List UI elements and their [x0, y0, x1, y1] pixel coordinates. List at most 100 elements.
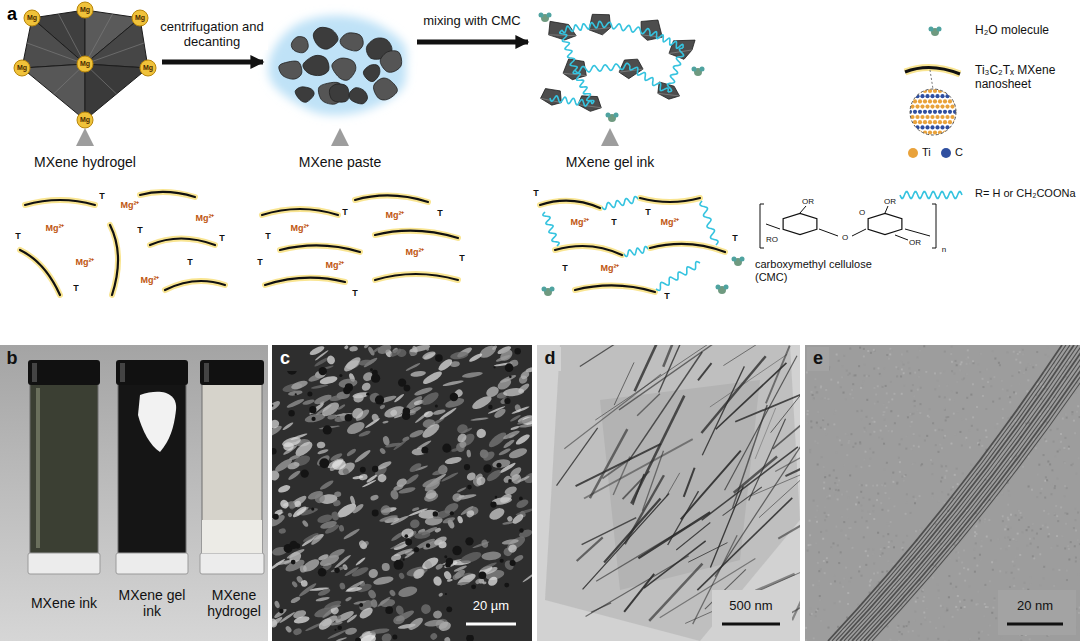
porous-flake [352, 475, 363, 479]
noise [1053, 585, 1055, 587]
noise [957, 595, 959, 597]
noise [960, 363, 962, 365]
pore [490, 501, 496, 507]
noise [1078, 574, 1080, 576]
mxene-sheet [265, 278, 345, 285]
noise [1054, 455, 1056, 457]
noise [1038, 464, 1040, 466]
porous-flake [423, 351, 437, 361]
porous-flake [470, 417, 489, 422]
noise [1063, 461, 1065, 463]
noise [1045, 476, 1047, 478]
noise [955, 606, 957, 608]
pore [495, 496, 498, 499]
noise [1079, 543, 1080, 545]
label-ground [712, 590, 792, 635]
noise [944, 640, 946, 641]
porous-flake [359, 633, 378, 641]
noise [873, 431, 875, 433]
pore [272, 448, 277, 455]
atom [928, 110, 932, 114]
noise [906, 493, 908, 495]
porous-flake [491, 345, 497, 351]
noise [837, 484, 839, 486]
noise [824, 512, 826, 514]
porous-flake [487, 506, 506, 522]
noise [926, 607, 928, 609]
noise [816, 505, 818, 507]
noise [903, 372, 905, 374]
noise [886, 392, 888, 394]
porous-flake [488, 405, 506, 414]
noise [877, 401, 879, 403]
noise [981, 445, 983, 447]
noise [1007, 528, 1009, 530]
noise [986, 536, 988, 538]
noise [969, 446, 971, 448]
cmc-helix [550, 96, 592, 106]
noise [876, 484, 878, 486]
noise [977, 591, 979, 593]
noise [957, 410, 959, 412]
noise [916, 409, 918, 411]
noise [838, 489, 840, 491]
pore [452, 546, 462, 556]
noise [1045, 440, 1047, 442]
noise [819, 595, 821, 597]
atom [913, 120, 917, 124]
noise [889, 353, 891, 355]
atom [953, 110, 957, 114]
atom [943, 120, 947, 124]
noise [919, 412, 921, 414]
porous-flake [310, 533, 325, 547]
porous-flake [443, 636, 451, 641]
noise [1051, 469, 1053, 471]
noise [1031, 529, 1033, 531]
pore [519, 528, 523, 532]
noise [883, 443, 885, 445]
porous-flake [272, 513, 286, 529]
noise [1018, 371, 1020, 373]
mxene-sheet [25, 200, 95, 205]
noise [906, 625, 908, 627]
porous-flake [381, 562, 390, 572]
mg-crown [77, 112, 93, 128]
noise [1063, 447, 1065, 449]
noise [975, 542, 977, 544]
mxene-sheet [140, 192, 195, 197]
noise [948, 596, 950, 598]
pore [398, 379, 406, 387]
atom [940, 125, 944, 129]
porous-flake [376, 345, 392, 356]
pore [291, 560, 296, 565]
noise [835, 489, 837, 491]
atom [935, 105, 939, 109]
lattice-fringe [844, 345, 1078, 641]
noise [996, 423, 998, 425]
porous-flake [398, 572, 405, 580]
noise [908, 623, 910, 625]
noise [815, 542, 817, 544]
noise [944, 435, 946, 437]
noise [956, 551, 958, 553]
sheet-fold [583, 494, 670, 590]
noise [873, 368, 875, 370]
noise [839, 439, 841, 441]
annotation: a [7, 4, 17, 25]
noise [971, 599, 973, 601]
atom [930, 105, 934, 109]
porous-flake [511, 512, 525, 525]
sheet-fold [604, 499, 660, 563]
noise [1047, 460, 1049, 462]
noise [861, 510, 863, 512]
porous-flake [408, 462, 423, 474]
sheet-glow [640, 198, 700, 202]
noise [1064, 485, 1066, 487]
noise [889, 348, 891, 350]
noise [979, 554, 981, 556]
noise [826, 557, 828, 559]
noise [989, 625, 991, 627]
noise [864, 427, 866, 429]
mxene-sheet [375, 274, 458, 280]
noise [1077, 539, 1079, 541]
